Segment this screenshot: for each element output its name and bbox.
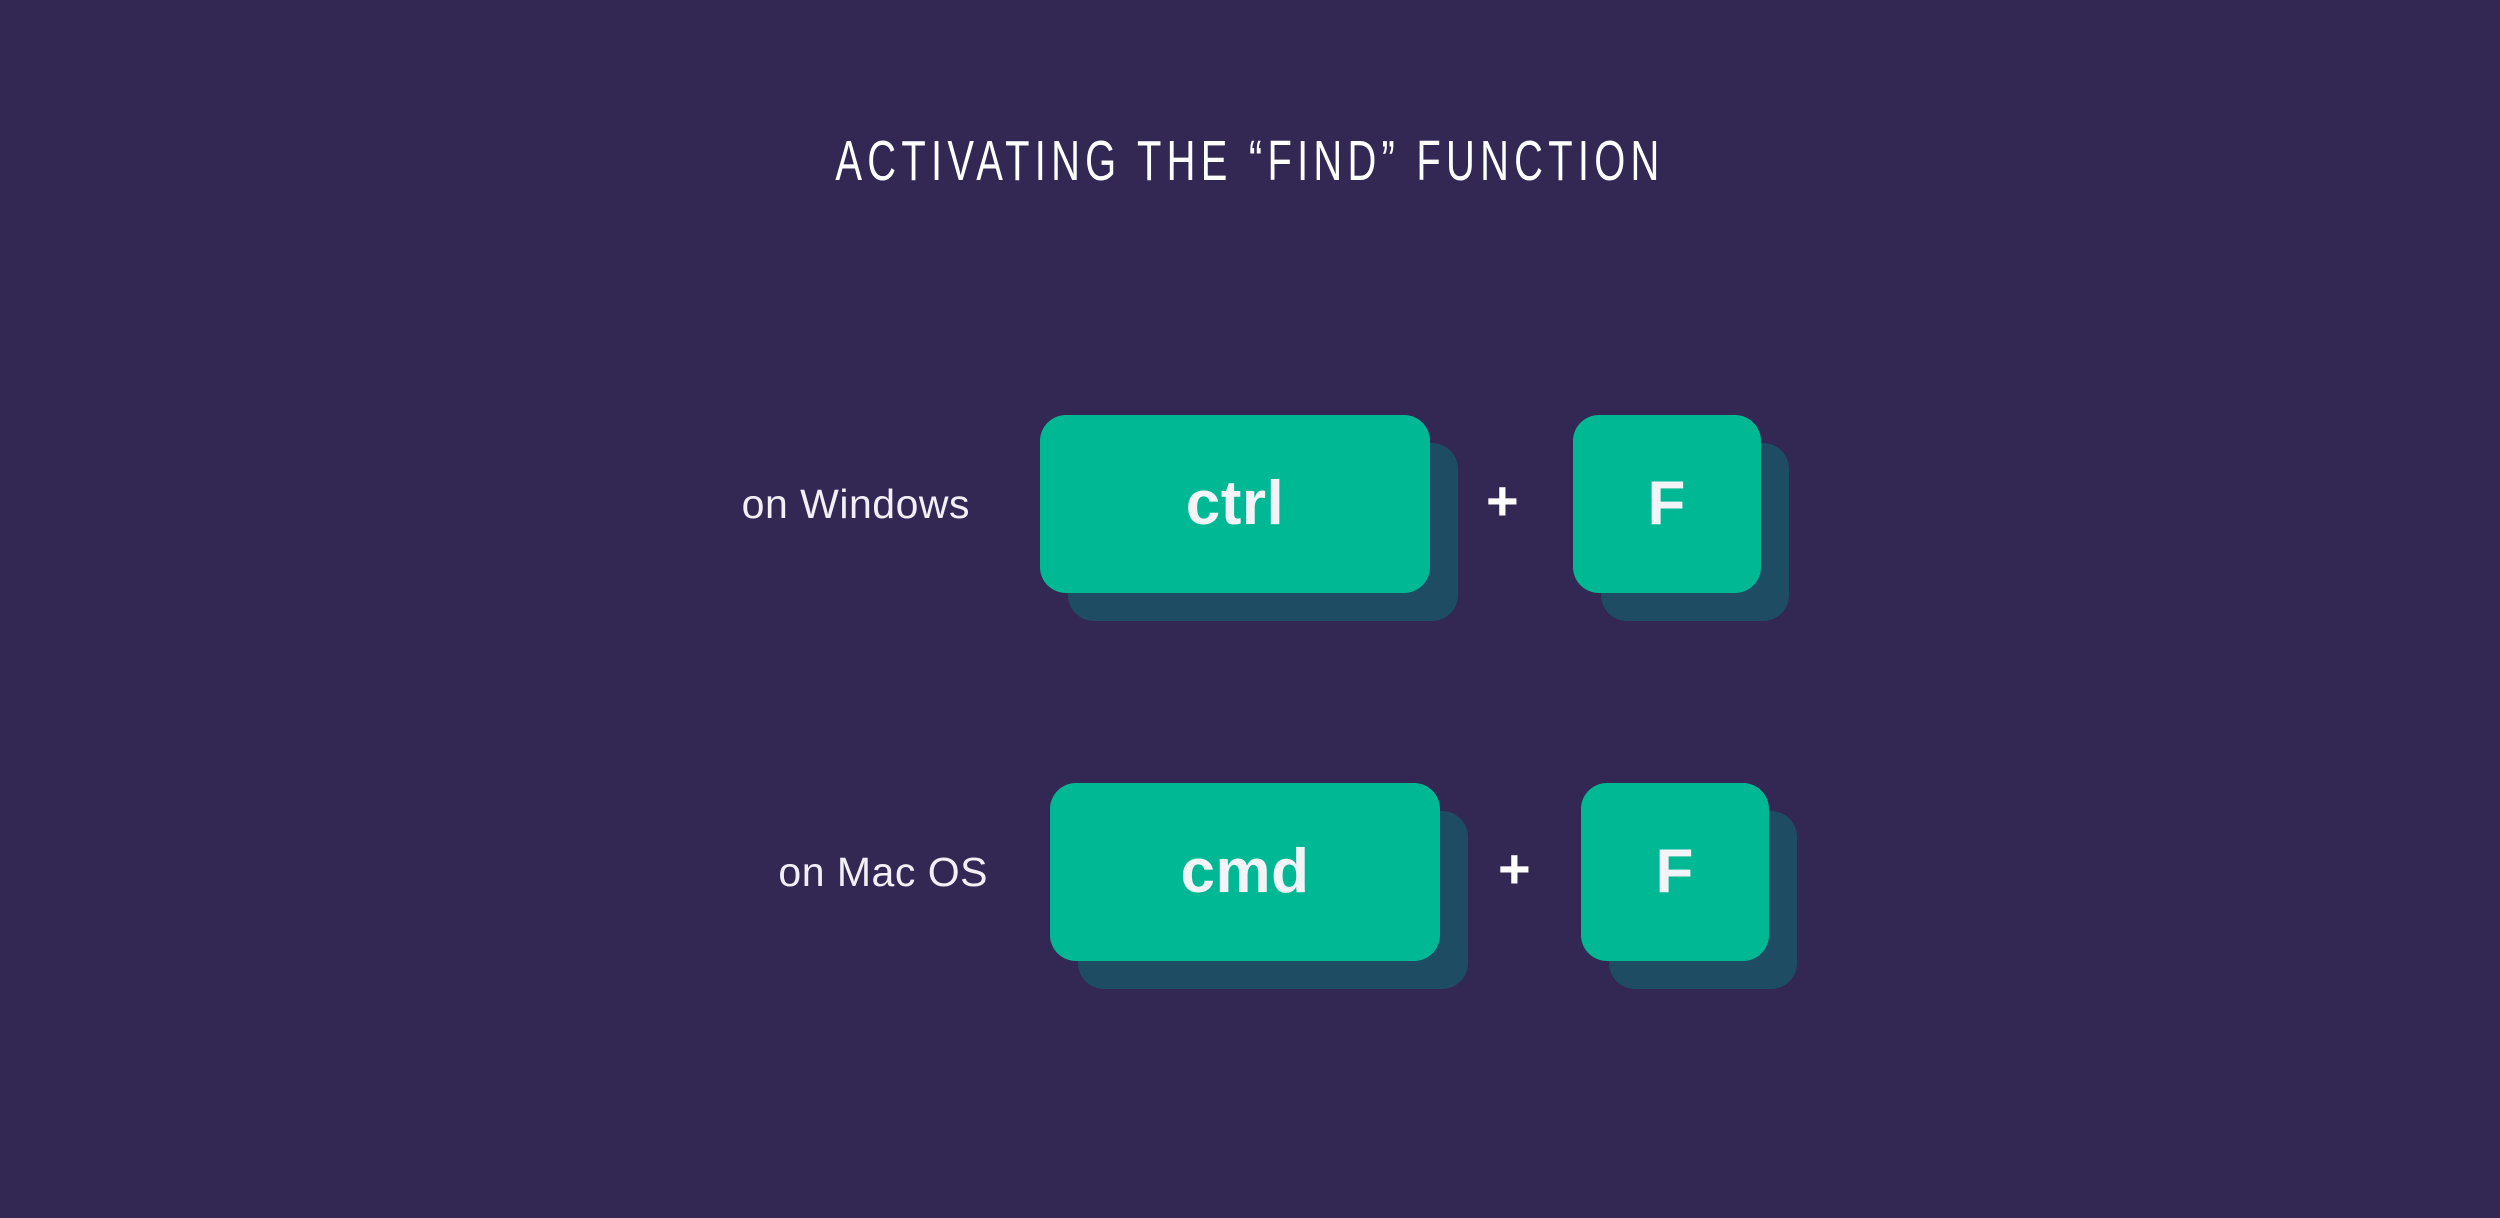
keycap-face: F bbox=[1572, 415, 1761, 593]
shortcut-row-macos: on Mac OS cmd + F bbox=[648, 783, 1797, 989]
shortcut-row-windows: on Windows ctrl + F bbox=[630, 415, 1789, 621]
keycap-face: cmd bbox=[1050, 783, 1440, 961]
page-title: ACTIVATING THE “FIND” FUNCTION bbox=[835, 129, 1665, 193]
plus-separator-icon: + bbox=[1498, 837, 1531, 900]
keycap-f-windows[interactable]: F bbox=[1572, 415, 1789, 621]
keycap-f-macos[interactable]: F bbox=[1580, 783, 1797, 989]
keycap-label: ctrl bbox=[1185, 469, 1285, 538]
keycap-face: F bbox=[1580, 783, 1769, 961]
keycap-ctrl[interactable]: ctrl bbox=[1040, 415, 1458, 621]
keycap-label: cmd bbox=[1180, 837, 1310, 906]
keycap-cmd[interactable]: cmd bbox=[1050, 783, 1468, 989]
keycap-label: F bbox=[1655, 837, 1694, 906]
keycap-label: F bbox=[1647, 469, 1686, 538]
plus-separator-icon: + bbox=[1486, 469, 1519, 532]
keycap-face: ctrl bbox=[1040, 415, 1430, 593]
os-label-macos: on Mac OS bbox=[778, 848, 988, 895]
os-label-windows: on Windows bbox=[741, 480, 970, 527]
